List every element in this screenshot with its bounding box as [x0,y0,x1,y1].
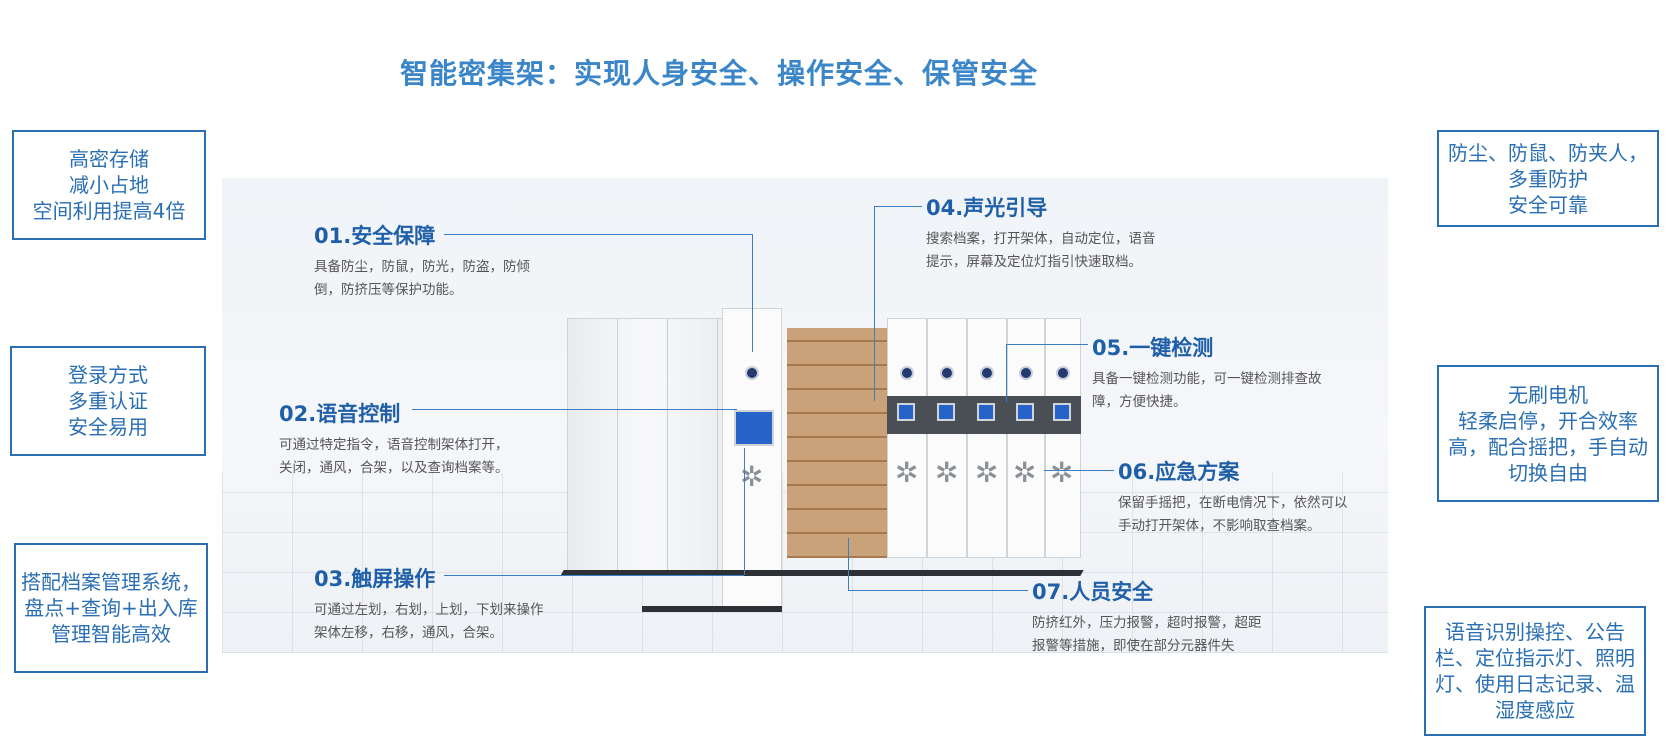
right-box-motor-text: 无刷电机 轻柔启停，开合效率高，配合摇把，手自动切换自由 [1448,382,1648,485]
module-screen [937,403,955,421]
leader-line [848,538,849,590]
feature-05-desc: 具备一键检测功能，可一键检测排查故障，方便快捷。 [1092,371,1322,410]
leader-line [1044,470,1114,471]
feature-01-desc: 具备防尘，防鼠，防光，防盗，防倾倒，防挤压等保护功能。 [314,259,530,298]
feature-03: 03.触屏操作 可通过左划，右划，上划，下划来操作架体左移，右移，通风，合架。 [314,563,554,645]
feature-02-desc: 可通过特定指令，语音控制架体打开，关闭，通风，合架，以及查询档案等。 [279,437,509,476]
leader-line [874,206,922,207]
feature-04-desc: 搜索档案，打开架体，自动定位，语音提示，屏幕及定位灯指引快速取档。 [926,231,1156,270]
indicator-knob [940,366,954,380]
feature-01-title: 01.安全保障 [314,224,436,248]
floor-rail [642,606,782,612]
handwheel-icon: ✲ [1050,456,1074,489]
cabinet-module-2 [927,318,967,558]
right-box-protection: 防尘、防鼠、防夹人，多重防护 安全可靠 [1437,130,1659,227]
leader-line [412,409,737,410]
feature-01: 01.安全保障 具备防尘，防鼠，防光，防盗，防倾倒，防挤压等保护功能。 [314,220,554,302]
handwheel-icon: ✲ [1013,456,1037,489]
end-panel [722,308,782,608]
feature-07-title: 07.人员安全 [1032,580,1154,604]
leader-line [1006,344,1088,345]
leader-line [752,234,753,352]
indicator-knob [980,366,994,380]
leader-line [1006,344,1007,402]
cabinet-door [568,319,618,575]
right-box-protection-text: 防尘、防鼠、防夹人，多重防护 安全可靠 [1448,140,1648,217]
cabinet-module-5 [1045,318,1081,558]
cabinet-door [668,319,718,575]
right-box-smart-text: 语音识别操控、公告栏、定位指示灯、照明灯、使用日志记录、温湿度感应 [1435,620,1635,722]
left-box-login: 登录方式 多重认证 安全易用 [10,346,206,456]
leader-line [874,206,875,401]
left-box-storage-text: 高密存储 减小占地 空间利用提高4倍 [32,147,186,223]
feature-05-title: 05.一键检测 [1092,336,1214,360]
feature-04: 04.声光引导 搜索档案，打开架体，自动定位，语音提示，屏幕及定位灯指引快速取档… [926,192,1166,274]
leader-line [744,448,745,575]
handwheel-icon: ✲ [895,456,919,489]
indicator-knob [1056,366,1070,380]
feature-03-desc: 可通过左划，右划，上划，下划来操作架体左移，右移，通风，合架。 [314,602,544,641]
touch-screen [734,410,774,446]
feature-06: 06.应急方案 保留手摇把，在断电情况下，依然可以手动打开架体，不影响取查档案。 [1118,456,1358,538]
handwheel-icon: ✲ [740,460,764,493]
handwheel-icon: ✲ [975,456,999,489]
product-panel: ✲ ✲ ✲ ✲ ✲ ✲ 01.安全保障 具备防尘，防鼠，防光，防盗，防倾倒，防挤… [222,178,1388,653]
feature-07: 07.人员安全 防挤红外，压力报警，超时报警，超距报警等措施，即使在部分元器件失 [1032,576,1272,653]
module-screen [977,403,995,421]
left-box-system: 搭配档案管理系统，盘点+查询+出入库管理智能高效 [14,543,208,673]
file-shelves [787,328,887,558]
right-box-motor: 无刷电机 轻柔启停，开合效率高，配合摇把，手自动切换自由 [1437,365,1659,502]
indicator-knob [1019,366,1033,380]
handwheel-icon: ✲ [935,456,959,489]
feature-03-title: 03.触屏操作 [314,567,436,591]
indicator-knob [745,366,759,380]
feature-02: 02.语音控制 可通过特定指令，语音控制架体打开，关闭，通风，合架，以及查询档案… [279,398,519,480]
indicator-knob [900,366,914,380]
right-box-smart: 语音识别操控、公告栏、定位指示灯、照明灯、使用日志记录、温湿度感应 [1424,606,1646,736]
feature-06-title: 06.应急方案 [1118,460,1240,484]
leader-line [444,575,744,576]
page-title: 智能密集架：实现人身安全、操作安全、保管安全 [400,57,1039,90]
cabinet-module-4 [1007,318,1045,558]
module-screen [897,403,915,421]
cabinet-module-3 [967,318,1007,558]
left-box-storage: 高密存储 减小占地 空间利用提高4倍 [12,130,206,240]
leader-line [444,234,752,235]
feature-04-title: 04.声光引导 [926,196,1048,220]
module-screen [1053,403,1071,421]
left-box-login-text: 登录方式 多重认证 安全易用 [68,363,148,439]
left-box-system-text: 搭配档案管理系统，盘点+查询+出入库管理智能高效 [21,570,201,646]
leader-line [848,590,1028,591]
cabinet-door [618,319,668,575]
feature-07-desc: 防挤红外，压力报警，超时报警，超距报警等措施，即使在部分元器件失 [1032,615,1262,653]
feature-06-desc: 保留手摇把，在断电情况下，依然可以手动打开架体，不影响取查档案。 [1118,495,1348,534]
cabinet-module-1 [887,318,927,558]
module-screen [1016,403,1034,421]
feature-05: 05.一键检测 具备一键检测功能，可一键检测排查故障，方便快捷。 [1092,332,1332,414]
feature-02-title: 02.语音控制 [279,402,401,426]
